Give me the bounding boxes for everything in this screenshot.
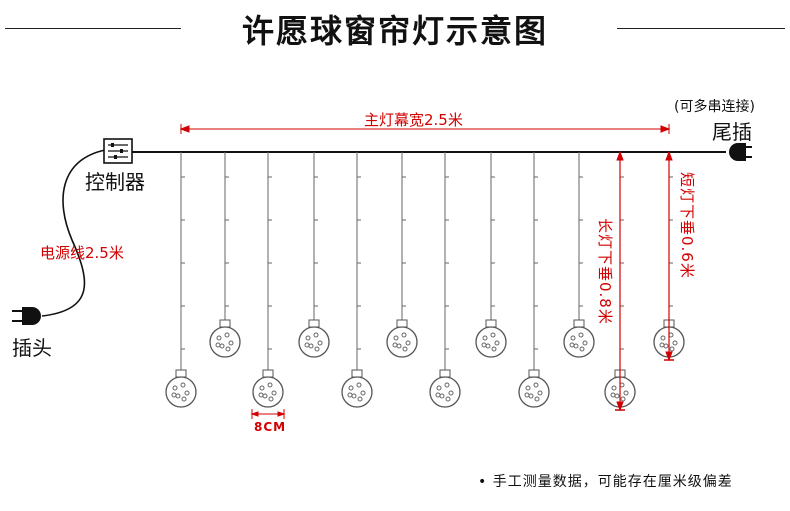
wishing-ball-icon (475, 319, 507, 358)
short-drop-dimension (664, 150, 674, 362)
wishing-ball-icon (563, 319, 595, 358)
wishing-ball-icon (386, 319, 418, 358)
main-width-dimension (179, 124, 671, 134)
power-cord (41, 149, 106, 317)
ball-size-dimension (250, 409, 286, 419)
extendable-label: (可多串连接) (674, 99, 755, 115)
power-cord-label: 电源线2.5米 (40, 244, 124, 262)
title-rule-left (5, 28, 181, 29)
wishing-ball-icon (298, 319, 330, 358)
long-drop-label: 长灯下垂0.8米 (596, 218, 614, 325)
ball-size-label: 8CM (254, 420, 287, 434)
wishing-ball-icon (165, 369, 197, 408)
page-title: 许愿球窗帘灯示意图 (241, 12, 548, 50)
main-width-label: 主灯幕宽2.5米 (364, 111, 463, 129)
footnote: • 手工测量数据，可能存在厘米级偏差 (478, 474, 733, 490)
wishing-ball-icon (518, 369, 550, 408)
controller-label: 控制器 (85, 170, 145, 194)
wishing-ball-icon (252, 369, 284, 408)
wishing-ball-icon (209, 319, 241, 358)
title-rule-right (617, 28, 785, 29)
short-drop-label: 短灯下垂0.6米 (678, 172, 696, 279)
tail-plug-label: 尾插 (712, 120, 752, 144)
wishing-ball-icon (429, 369, 461, 408)
light-strands (165, 152, 685, 408)
plug-label: 插头 (12, 336, 52, 360)
tail-plug-icon (729, 143, 752, 161)
controller-icon (103, 138, 133, 164)
wishing-ball-icon (341, 369, 373, 408)
plug-icon (12, 307, 41, 325)
long-drop-dimension (615, 150, 625, 412)
